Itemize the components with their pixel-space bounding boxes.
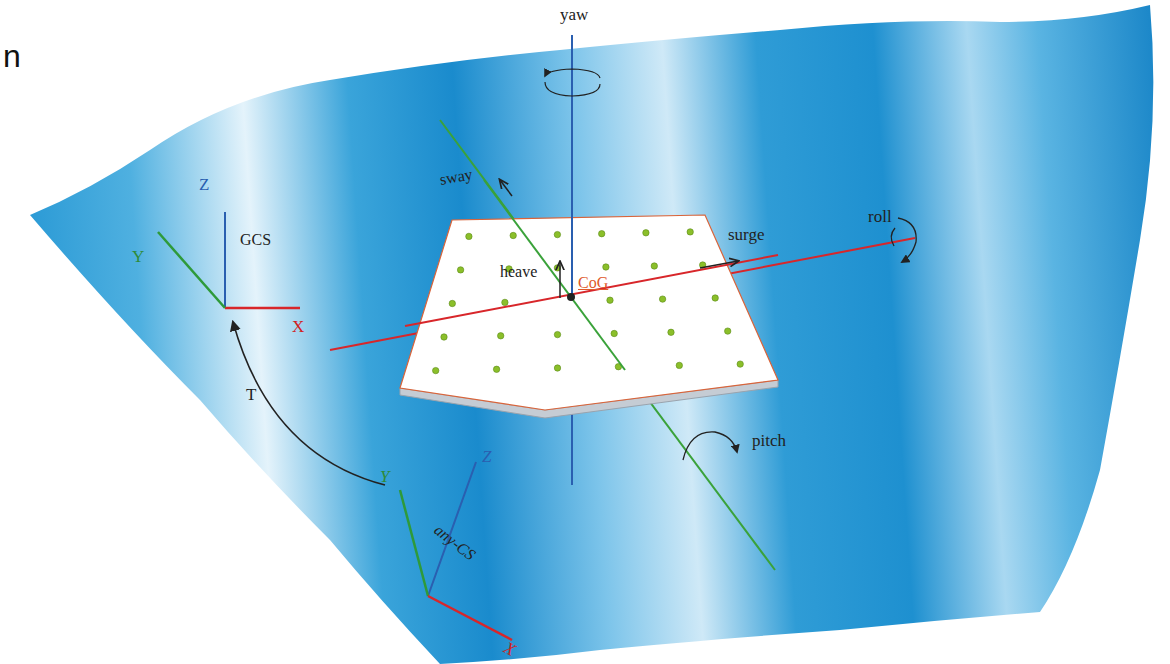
marker-dot: [659, 296, 665, 302]
motion-label: pitch: [752, 432, 786, 449]
marker-dot: [737, 361, 743, 367]
marker-dot: [449, 300, 455, 306]
marker-dot: [554, 331, 560, 337]
axis-label: Y: [380, 468, 389, 485]
gcs-z-axis: [224, 212, 226, 308]
marker-dot: [651, 263, 657, 269]
marker-dot: [466, 233, 472, 239]
motion-label: heave: [500, 264, 537, 280]
marker-dot: [554, 231, 560, 237]
cog-label: CoG: [578, 275, 608, 291]
marker-dot: [668, 329, 674, 335]
axis-label: Z: [482, 448, 491, 465]
floating-plate: [400, 215, 778, 410]
any-y-axis: [400, 490, 428, 596]
pitch-axis-on-plate: [484, 180, 625, 370]
yaw-axis: [571, 35, 573, 485]
gcs-y-axis: [158, 232, 225, 308]
marker-dot: [725, 328, 731, 334]
marker-dot: [510, 232, 516, 238]
marker-dot: [676, 362, 682, 368]
axis-label: X: [292, 318, 304, 335]
axis-label: Y: [132, 248, 144, 265]
surge-arrow: [700, 261, 738, 268]
yaw-axis-on-plate: [571, 215, 573, 296]
marker-dot: [554, 365, 560, 371]
marker-dot: [493, 366, 499, 372]
sea-surface: [30, 5, 1153, 664]
sway-arrow: [500, 180, 512, 196]
motion-label: roll: [868, 208, 892, 225]
marker-dot: [599, 231, 605, 237]
yaw-rotation-back: [545, 82, 600, 96]
motion-label: surge: [728, 226, 765, 243]
marker-dot: [712, 295, 718, 301]
frame-label: GCS: [240, 232, 271, 248]
cog-point: [567, 293, 575, 301]
marker-dot: [607, 297, 613, 303]
marker-dot: [457, 267, 463, 273]
roll-rotation-back: [891, 228, 895, 246]
heave-arrow: [559, 262, 561, 298]
transform-label: T: [246, 386, 256, 403]
marker-dot: [433, 367, 439, 373]
axis-label: Z: [199, 176, 209, 193]
marker-dot: [603, 264, 609, 270]
roll-axis-on-plate: [405, 255, 778, 326]
pitch-rotation-arrow: [683, 432, 737, 460]
marker-dot: [502, 299, 508, 305]
marker-dots: [433, 229, 744, 374]
marker-dot: [498, 333, 504, 339]
marker-dot: [441, 334, 447, 340]
any-x-axis: [428, 596, 512, 640]
yaw-rotation-arrow: [545, 69, 600, 78]
marker-dot: [687, 229, 693, 235]
gcs-x-axis: [225, 307, 300, 310]
marker-dot: [643, 230, 649, 236]
motion-label: yaw: [560, 6, 588, 23]
cut-off-letter: n: [3, 40, 21, 72]
roll-rotation-arrow: [898, 218, 916, 262]
transform-arrow: [233, 322, 385, 485]
marker-dot: [611, 330, 617, 336]
